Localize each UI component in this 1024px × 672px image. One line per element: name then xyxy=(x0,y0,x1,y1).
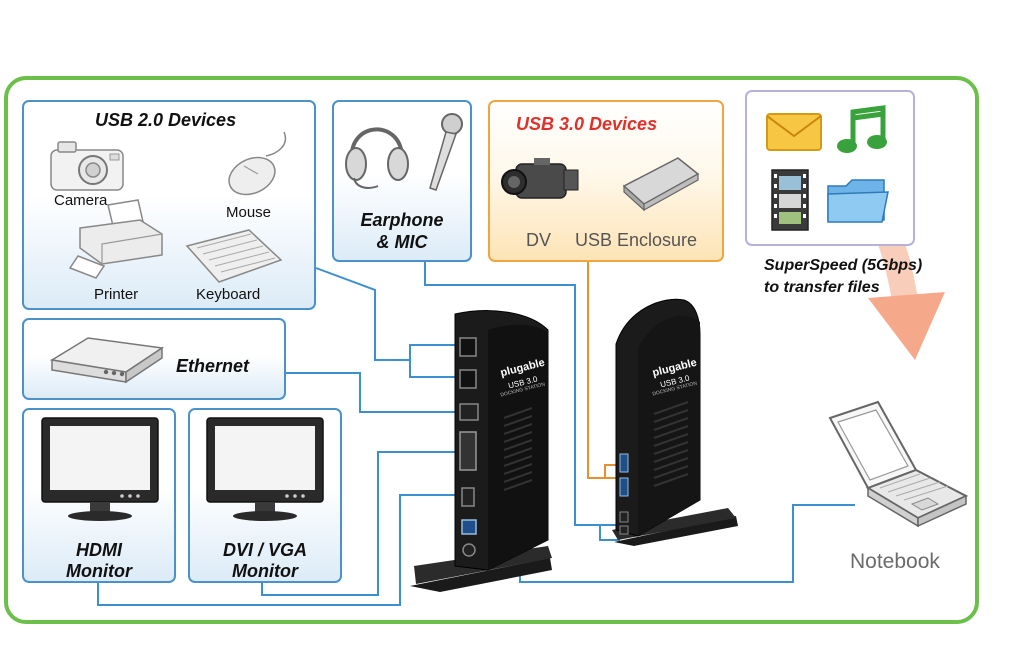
ethernet-label: Ethernet xyxy=(176,356,250,376)
microphone-icon xyxy=(429,113,463,191)
keyboard-label: Keyboard xyxy=(196,286,261,303)
printer-icon xyxy=(68,199,163,279)
notebook-label: Notebook xyxy=(850,550,940,573)
dvi-monitor-line1: DVI / VGA xyxy=(222,540,307,560)
dv-label: DV xyxy=(526,230,552,250)
usb2-devices-box xyxy=(22,100,316,310)
diagram-frame xyxy=(4,76,979,624)
hdmi-monitor-line2: Monitor xyxy=(66,561,132,581)
superspeed-line1: SuperSpeed (5Gbps) xyxy=(764,257,923,274)
mouse-label: Mouse xyxy=(226,204,272,221)
hdmi-monitor-line1: HDMI xyxy=(76,540,122,560)
notebook-icon xyxy=(828,400,969,528)
film-icon xyxy=(771,169,809,231)
earphone-label-line1: Earphone xyxy=(360,210,444,230)
mouse-icon xyxy=(228,131,287,196)
earphone-label-line2: & MIC xyxy=(376,232,428,252)
docking-station-back xyxy=(410,310,552,592)
usb2-title: USB 2.0 Devices xyxy=(95,110,237,130)
envelope-icon xyxy=(766,113,822,151)
hdmi-monitor-icon xyxy=(41,417,159,521)
docking-station-front xyxy=(612,298,738,546)
keyboard-icon xyxy=(185,229,283,283)
usb-enclosure-icon xyxy=(622,157,700,212)
router-icon xyxy=(49,337,165,384)
dvi-monitor-line2: Monitor xyxy=(232,561,298,581)
music-note-icon xyxy=(837,105,887,153)
dvi-monitor-icon xyxy=(206,417,324,521)
usb-enclosure-label: USB Enclosure xyxy=(575,230,698,250)
usb3-title: USB 3.0 Devices xyxy=(516,114,658,134)
printer-label: Printer xyxy=(94,286,139,303)
superspeed-line2: to transfer files xyxy=(764,279,880,296)
camera-icon xyxy=(50,141,124,191)
headphones-icon xyxy=(345,127,409,189)
folder-icon xyxy=(827,179,889,223)
camera-label: Camera xyxy=(54,192,108,209)
camcorder-icon xyxy=(501,158,579,199)
